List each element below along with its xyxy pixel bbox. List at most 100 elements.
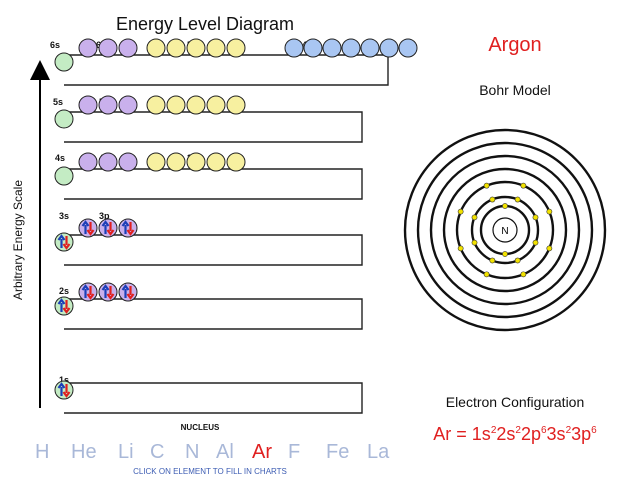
bohr-shell-6 (416, 141, 594, 319)
element-he[interactable]: He (71, 441, 97, 463)
electron-3s-up-arrow (57, 234, 66, 248)
orbital-1s (54, 380, 74, 400)
element-li[interactable]: Li (118, 441, 134, 463)
orbital-d-5-5 (226, 95, 246, 115)
instruction-link[interactable]: CLICK ON ELEMENT TO FILL IN CHARTS (133, 467, 287, 476)
bohr-shell-5 (429, 154, 581, 306)
bohr-electron-shell3-2 (546, 208, 553, 215)
electron-1s-up-arrow (57, 382, 66, 396)
bohr-electron-shell3-3 (546, 245, 553, 252)
bohr-electron-shell3-5 (483, 271, 490, 278)
orbital-d-6-3 (186, 38, 206, 58)
orbital-d-6-4 (206, 38, 226, 58)
bohr-electron-shell1-1 (502, 203, 508, 209)
element-al[interactable]: Al (216, 441, 234, 463)
bohr-electron-shell1-2 (502, 251, 508, 257)
bohr-electron-shell3-8 (483, 182, 490, 189)
orbital-f-6-2 (303, 38, 323, 58)
label-6s: 6s (50, 40, 61, 50)
orbital-p-4-2 (98, 152, 118, 172)
orbital-d-4-2 (166, 152, 186, 172)
level-3-shelf (64, 234, 363, 266)
config-term-2p: 2p6 (520, 424, 547, 444)
label-5s: 5s (53, 97, 64, 107)
electron-2p-2-up-arrow (101, 284, 110, 298)
element-h[interactable]: H (35, 441, 50, 463)
orbital-d-6-1 (146, 38, 166, 58)
electron-2p-1-down-arrow (86, 286, 95, 300)
orbital-p-5-2 (98, 95, 118, 115)
electron-3s-down-arrow (62, 236, 71, 250)
electron-3p-2-down-arrow (106, 222, 115, 236)
bohr-electron-shell3-1 (520, 182, 527, 189)
bohr-electron-shell2-4 (514, 257, 521, 264)
electron-3p-3-down-arrow (126, 222, 135, 236)
bohr-electron-shell2-2 (532, 214, 539, 221)
label-3p: 3p (99, 211, 110, 221)
orbital-f-6-5 (360, 38, 380, 58)
config-term-3s: 3s2 (546, 424, 572, 444)
electron-2p-1-up-arrow (81, 284, 90, 298)
orbital-p-6-2 (98, 38, 118, 58)
electron-3p-1-down-arrow (86, 222, 95, 236)
electron-2s-down-arrow (62, 300, 71, 314)
bohr-electron-shell3-7 (457, 208, 464, 215)
bohr-shell-3 (455, 180, 555, 280)
orbital-p-6-3 (118, 38, 138, 58)
bohr-electron-shell2-5 (489, 257, 496, 264)
config-term-1s: 1s2 (471, 424, 497, 444)
orbital-3s (54, 232, 74, 252)
bohr-nucleus (492, 217, 518, 243)
element-name: Argon (488, 34, 542, 56)
electron-2p-3-up-arrow (121, 284, 130, 298)
label-2s: 2s (59, 286, 70, 296)
bohr-shell-2 (470, 195, 540, 265)
orbital-p-6-1 (78, 38, 98, 58)
level-6-shelf (64, 54, 389, 86)
bohr-electron-shell2-8 (489, 196, 496, 203)
element-picker: H He Li C N Al Ar F Fe La (30, 441, 410, 465)
level-5-shelf (64, 111, 363, 143)
orbital-f-6-6 (379, 38, 399, 58)
element-n[interactable]: N (185, 441, 200, 463)
orbital-p-3-3 (118, 218, 138, 238)
orbital-4s (54, 166, 74, 186)
electron-2p-3-down-arrow (126, 286, 135, 300)
orbital-p-5-1 (78, 95, 98, 115)
orbital-d-5-1 (146, 95, 166, 115)
config-title: Electron Configuration (445, 394, 585, 410)
element-f[interactable]: F (288, 441, 301, 463)
orbital-d-4-5 (226, 152, 246, 172)
bohr-model-title: Bohr Model (479, 82, 551, 98)
label-1s: 1s (59, 375, 70, 385)
orbital-d-5-2 (166, 95, 186, 115)
orbital-d-4-4 (206, 152, 226, 172)
element-fe[interactable]: Fe (326, 441, 350, 463)
orbital-f-6-1 (284, 38, 304, 58)
electron-3p-2-up-arrow (101, 220, 110, 234)
electron-1s-down-arrow (62, 384, 71, 398)
element-ar[interactable]: Ar (252, 441, 272, 463)
orbital-d-4-1 (146, 152, 166, 172)
orbital-d-5-3 (186, 95, 206, 115)
bohr-electron-shell2-3 (532, 239, 539, 246)
orbital-p-3-2 (98, 218, 118, 238)
bohr-electron-shell2-6 (471, 239, 478, 246)
config-term-2s: 2s2 (496, 424, 521, 444)
orbital-f-6-4 (341, 38, 361, 58)
orbital-2s (54, 296, 74, 316)
orbital-d-6-2 (166, 38, 186, 58)
label-4s: 4s (55, 153, 66, 163)
orbital-5s (54, 109, 74, 129)
diagram-title: Energy Level Diagram (115, 14, 295, 34)
orbital-f-6-3 (322, 38, 342, 58)
element-la[interactable]: La (367, 441, 390, 463)
bohr-electron-shell3-6 (457, 245, 464, 252)
element-c[interactable]: C (150, 441, 165, 463)
label-3s: 3s (59, 211, 70, 221)
config-term-3p: 3p6 (571, 424, 597, 444)
orbital-p-4-1 (78, 152, 98, 172)
electron-3p-1-up-arrow (81, 220, 90, 234)
electron-2s-up-arrow (57, 298, 66, 312)
